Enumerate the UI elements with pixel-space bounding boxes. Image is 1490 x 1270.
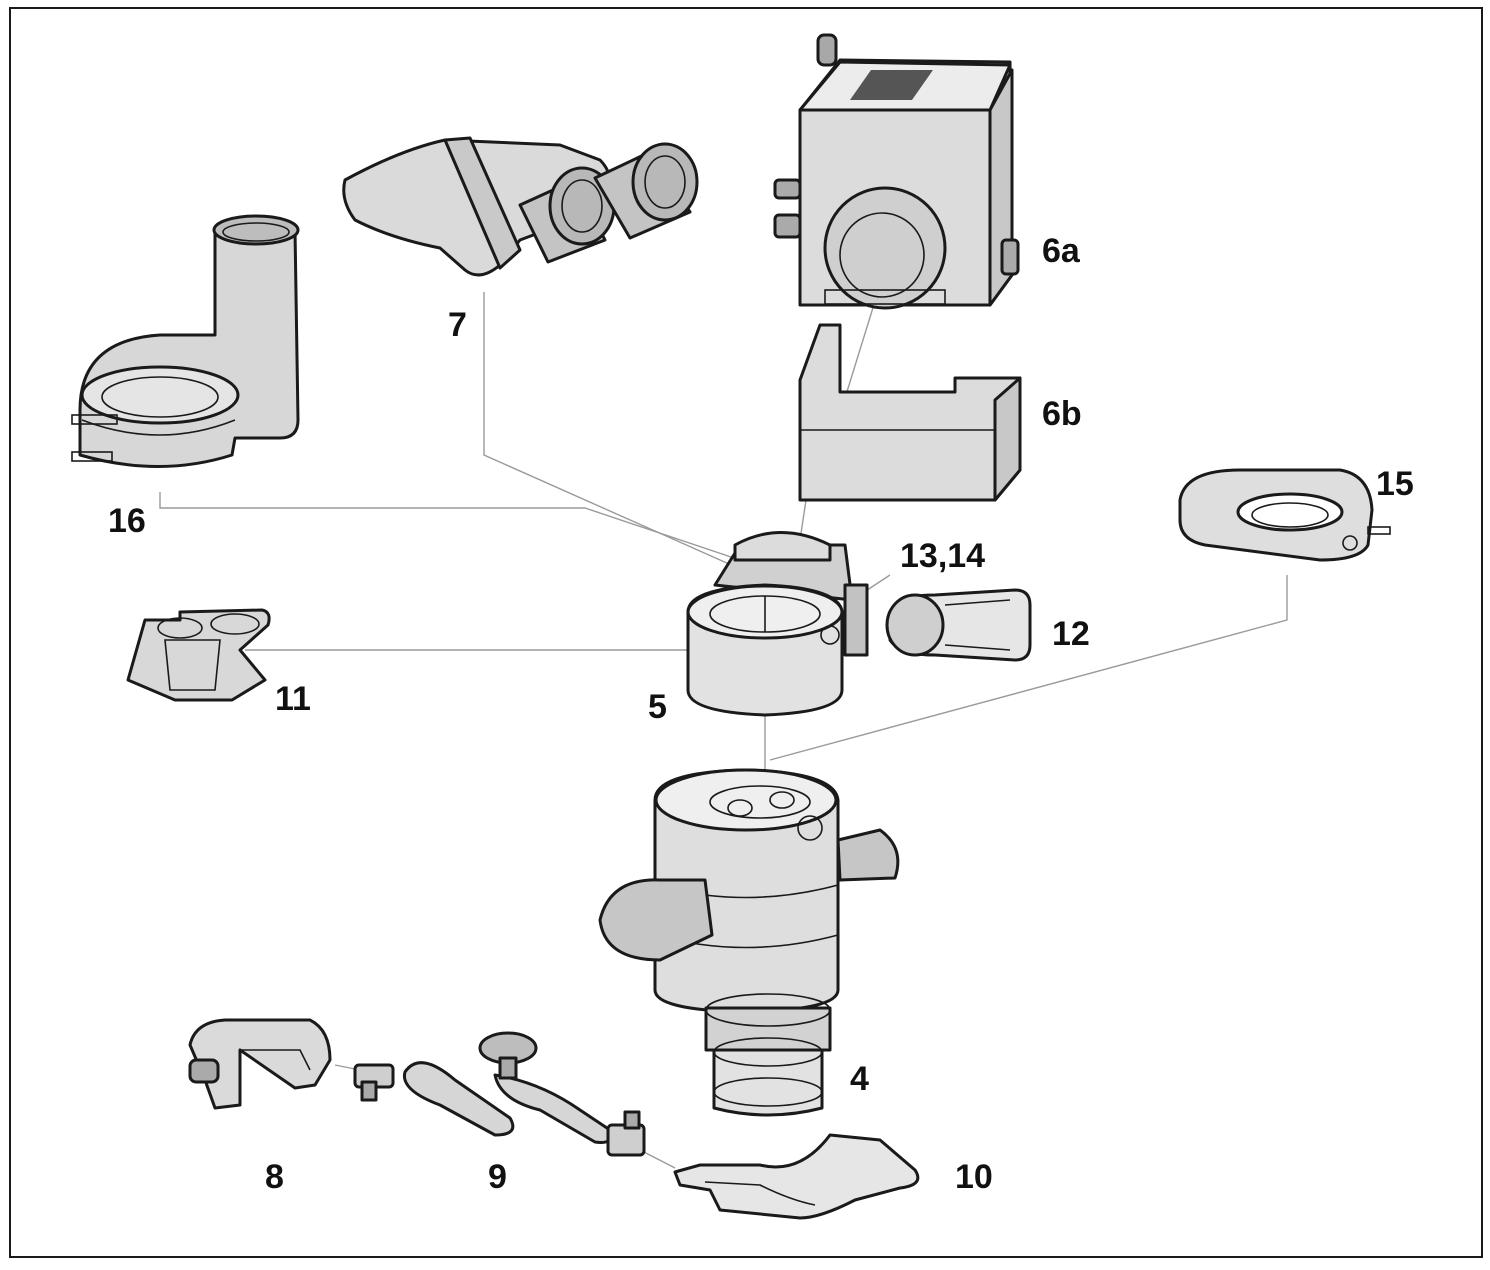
leader-9 xyxy=(639,1149,676,1169)
label-6a: 6a xyxy=(1042,232,1081,270)
label-5: 5 xyxy=(648,688,667,726)
vent-grille xyxy=(849,70,933,100)
part-10-plate xyxy=(673,1133,920,1220)
label-16: 16 xyxy=(108,502,146,540)
part-labels: 7 6a 6b 16 15 13,14 12 11 5 4 8 9 10 xyxy=(108,232,1414,1196)
leader-16 xyxy=(159,492,741,561)
label-6b: 6b xyxy=(1042,395,1082,433)
part-12-filter-slider xyxy=(885,588,1032,662)
label-10: 10 xyxy=(955,1158,993,1196)
label-13-14: 13,14 xyxy=(900,537,985,575)
label-8: 8 xyxy=(265,1158,284,1196)
leader-15 xyxy=(769,575,1288,761)
part-6b-bracket xyxy=(798,323,1022,502)
label-12: 12 xyxy=(1052,615,1090,653)
label-7: 7 xyxy=(448,306,467,344)
leader-7 xyxy=(483,292,766,581)
part-8-clamp xyxy=(188,1018,332,1110)
label-4: 4 xyxy=(850,1060,869,1098)
part-16-ring-adapter xyxy=(71,214,300,468)
label-11: 11 xyxy=(275,680,311,718)
part-5-intermediate-module xyxy=(686,531,869,717)
part-9-articulated-arm xyxy=(353,1031,646,1157)
leader-lines xyxy=(159,284,1288,1169)
part-7-binocular-tube xyxy=(342,136,699,277)
part-11-prism-holder xyxy=(126,608,271,702)
part-6a-lamp-housing xyxy=(773,33,1020,310)
label-15: 15 xyxy=(1376,465,1414,503)
part-4-zoom-body xyxy=(598,768,900,1117)
label-9: 9 xyxy=(488,1158,507,1196)
part-15-stage-plate xyxy=(1178,468,1391,562)
